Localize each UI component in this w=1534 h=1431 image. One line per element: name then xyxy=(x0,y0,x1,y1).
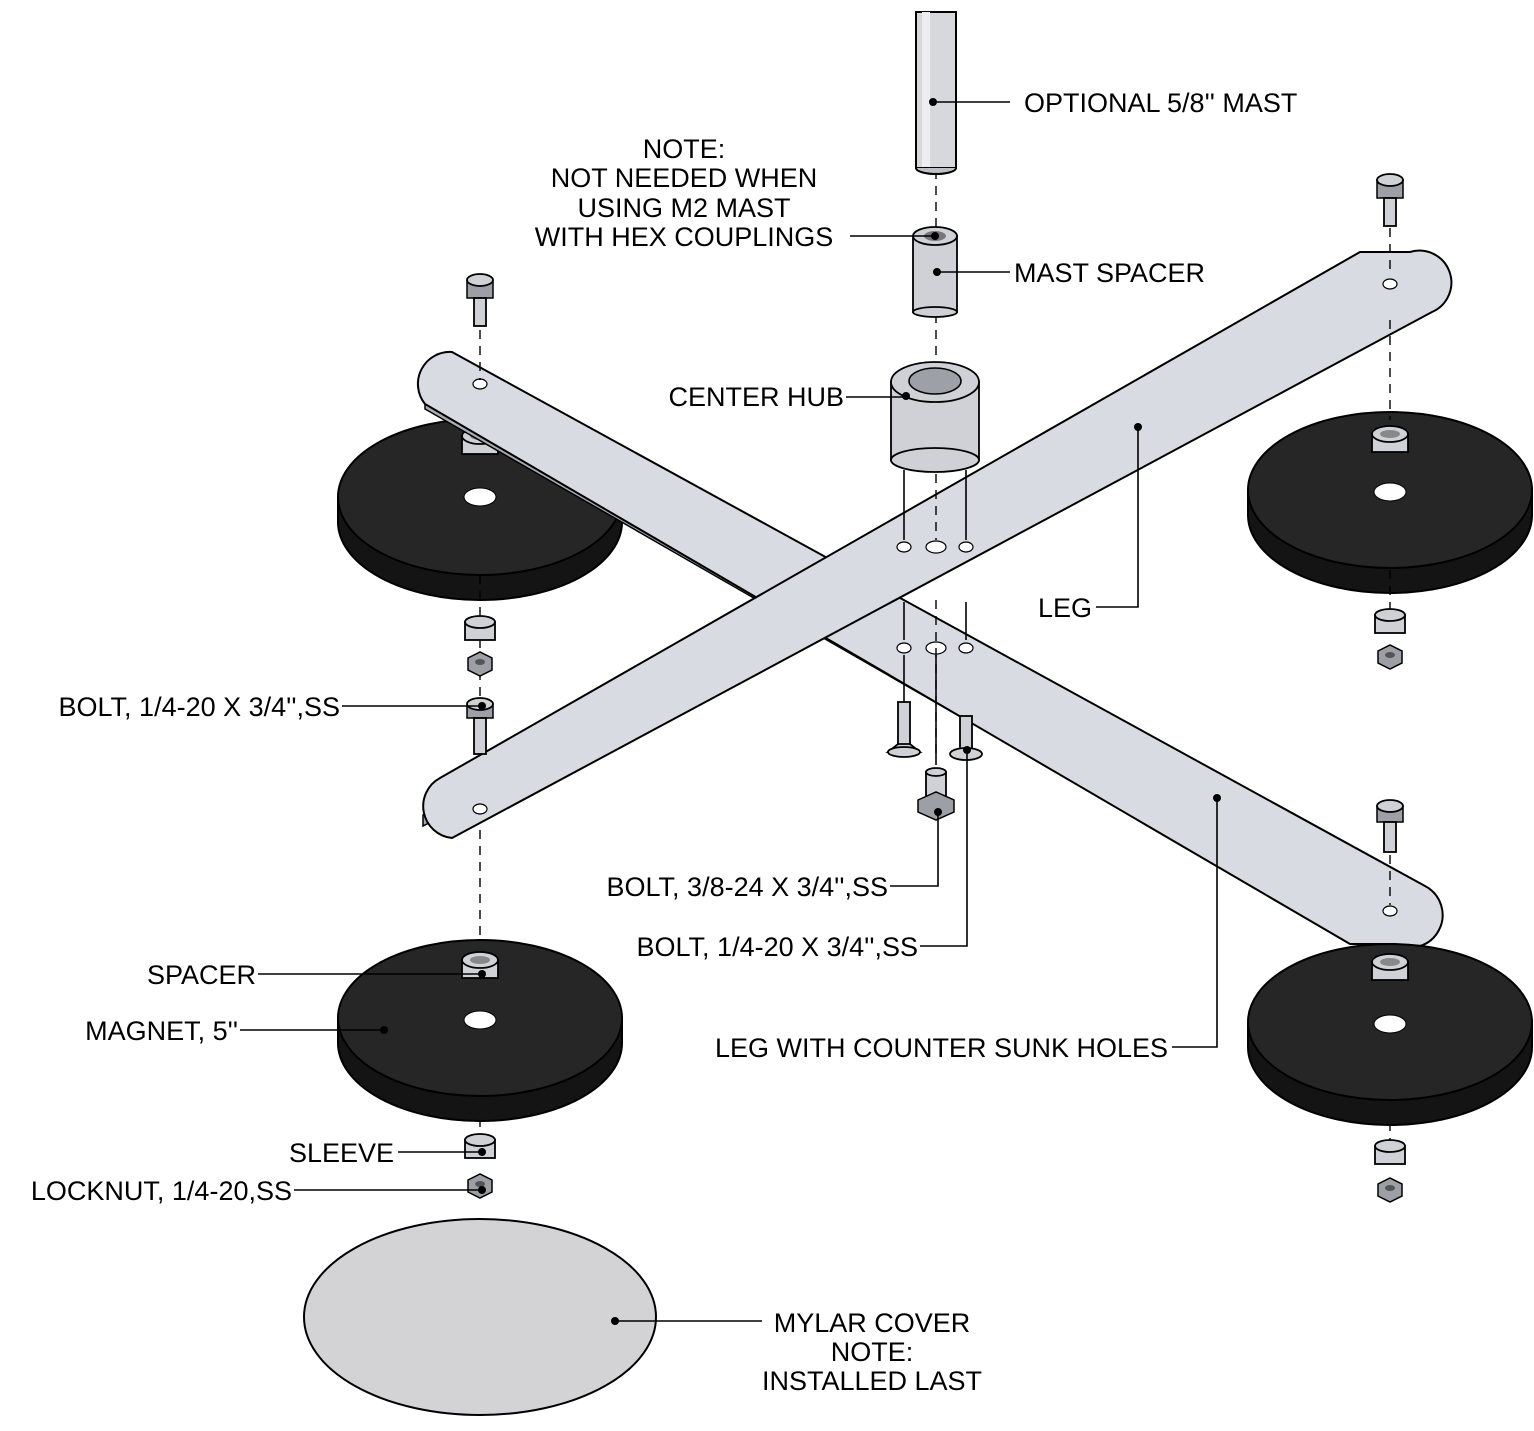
sleeve-front-right xyxy=(1374,1139,1406,1165)
bolt-countersunk-left xyxy=(885,701,923,758)
label-mylar-line2: NOTE: xyxy=(831,1337,914,1367)
leg xyxy=(422,249,1453,840)
bolt-center-38 xyxy=(917,767,955,821)
magnet-back-right xyxy=(1247,411,1533,594)
sleeve-back-left xyxy=(464,615,496,641)
spacer-back-right xyxy=(1371,425,1409,453)
label-center-hub: CENTER HUB xyxy=(668,382,844,412)
label-bolt-1-4-countersunk: BOLT, 1/4-20 X 3/4'',SS xyxy=(637,932,918,962)
spacer-front-left xyxy=(461,951,499,979)
locknut-front-right xyxy=(1377,1177,1403,1203)
label-leg-countersunk: LEG WITH COUNTER SUNK HOLES xyxy=(715,1033,1168,1063)
label-magnet: MAGNET, 5'' xyxy=(85,1016,238,1046)
mylar-cover xyxy=(303,1218,657,1416)
label-sleeve: SLEEVE xyxy=(289,1138,394,1168)
label-bolt-1-4-top: BOLT, 1/4-20 X 3/4'',SS xyxy=(59,692,340,722)
magnet-front-right xyxy=(1247,943,1533,1126)
label-note-line3: USING M2 MAST xyxy=(577,193,790,223)
label-note-line4: WITH HEX COUPLINGS xyxy=(535,222,834,252)
label-note-line2: NOT NEEDED WHEN xyxy=(551,163,818,193)
locknut-front-left xyxy=(467,1173,493,1199)
center-hub xyxy=(890,361,980,473)
label-mylar-line1: MYLAR COVER xyxy=(774,1308,971,1338)
locknut-back-left xyxy=(467,651,493,677)
magnet-front-left xyxy=(337,939,623,1122)
label-locknut: LOCKNUT, 1/4-20,SS xyxy=(31,1176,292,1206)
label-mylar-line3: INSTALLED LAST xyxy=(762,1366,982,1396)
leader-lines xyxy=(240,98,1221,1325)
bolt-front-right xyxy=(1376,799,1404,853)
mast xyxy=(915,11,957,175)
label-bolt-3-8: BOLT, 3/8-24 X 3/4'',SS xyxy=(607,872,888,902)
label-leg: LEG xyxy=(1038,593,1092,623)
leg-countersunk xyxy=(416,350,1444,949)
label-mast-spacer: MAST SPACER xyxy=(1014,258,1205,288)
label-mast: OPTIONAL 5/8'' MAST xyxy=(1024,88,1297,118)
bolt-countersunk-right xyxy=(949,715,983,761)
bolt-top-right xyxy=(1376,173,1404,227)
sleeve-back-right xyxy=(1374,608,1406,634)
bolt-front-left xyxy=(466,697,494,755)
spacer-front-right xyxy=(1371,953,1409,981)
label-spacer: SPACER xyxy=(147,960,256,990)
locknut-back-right xyxy=(1377,644,1403,670)
label-note-line1: NOTE: xyxy=(643,134,726,164)
bolt-top-left xyxy=(466,273,494,327)
